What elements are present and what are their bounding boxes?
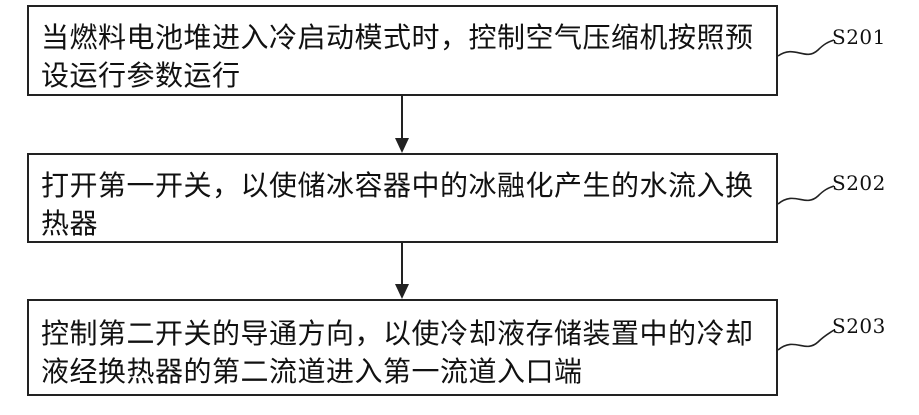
step-text-s203: 控制第二开关的导通方向，以使冷却液存储装置中的冷却液经换热器的第二流道进入第一流… (41, 315, 764, 391)
arrow-s201-to-s202 (395, 96, 409, 153)
step-label-s201: S201 (832, 25, 886, 49)
leader-line-s203 (778, 330, 834, 350)
step-text-s202: 打开第一开关，以使储冰容器中的冰融化产生的水流入换热器 (41, 167, 764, 243)
step-box-s201: 当燃料电池堆进入冷启动模式时，控制空气压缩机按照预设运行参数运行 (27, 5, 778, 96)
leader-line-s201 (778, 40, 834, 56)
step-box-s202: 打开第一开关，以使储冰容器中的冰融化产生的水流入换热器 (27, 153, 778, 243)
step-box-s203: 控制第二开关的导通方向，以使冷却液存储装置中的冷却液经换热器的第二流道进入第一流… (27, 299, 778, 396)
step-text-s201: 当燃料电池堆进入冷启动模式时，控制空气压缩机按照预设运行参数运行 (41, 19, 764, 95)
arrow-s202-to-s203 (395, 243, 409, 299)
step-label-s203: S203 (832, 314, 886, 338)
leader-line-s202 (778, 186, 834, 204)
step-label-s202: S202 (832, 171, 886, 195)
